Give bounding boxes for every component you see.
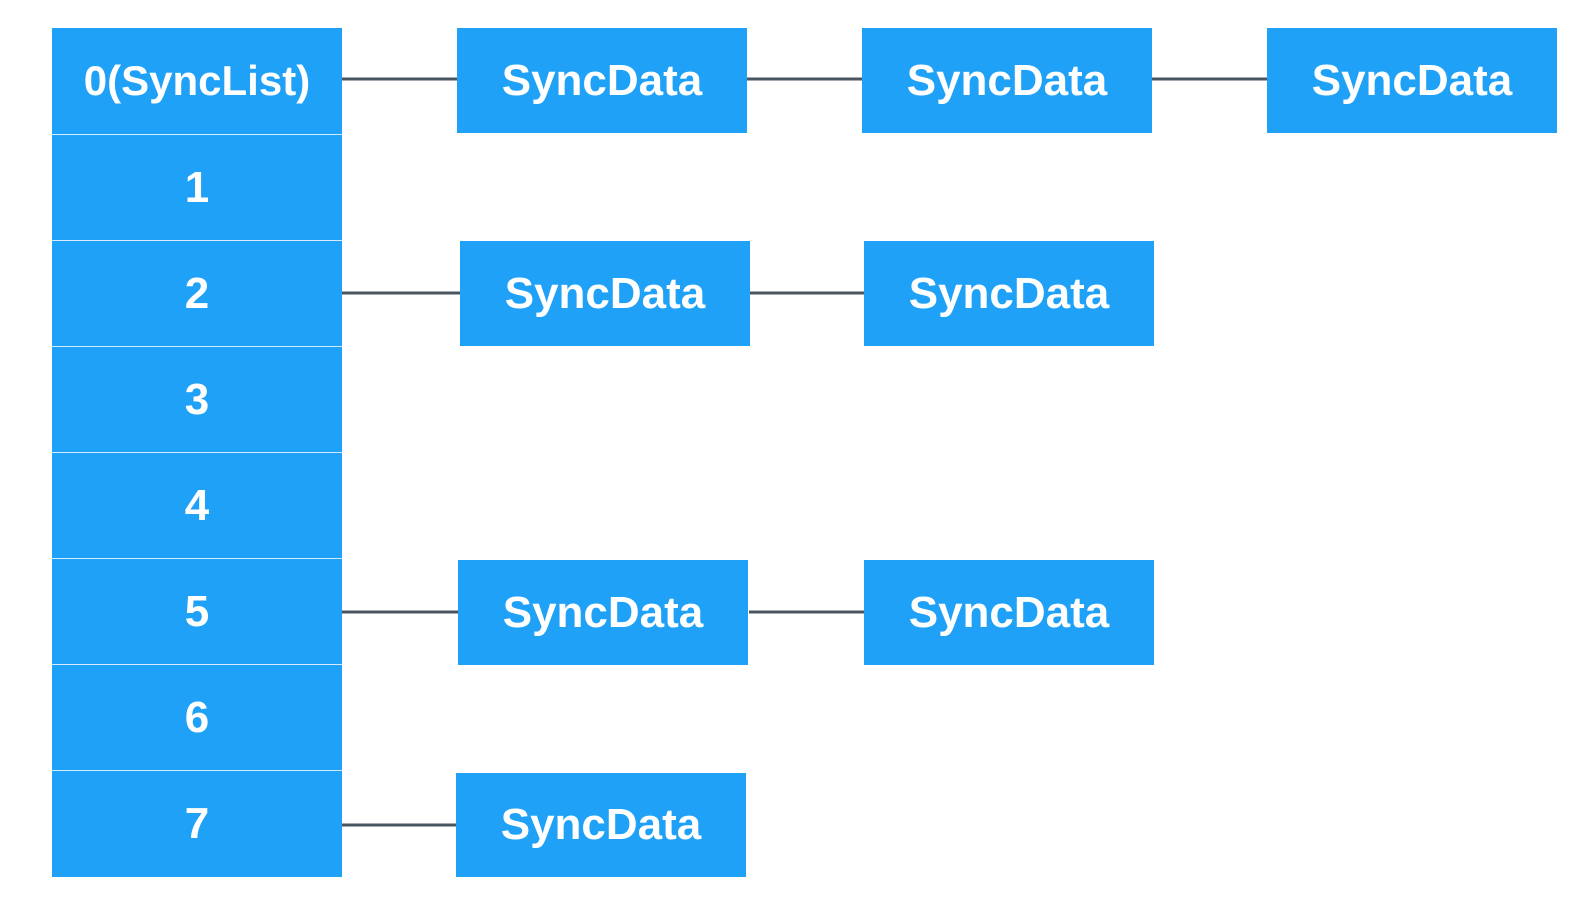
syncdata-node-row7-1: SyncData [456, 773, 746, 877]
table-slot-2: 2 [52, 240, 342, 346]
table-slot-5: 5 [52, 558, 342, 664]
syncdata-node-row5-1: SyncData [458, 560, 748, 665]
syncdata-node-row0-3: SyncData [1267, 28, 1557, 133]
syncdata-node-row5-2: SyncData [864, 560, 1154, 665]
table-slot-0: 0(SyncList) [52, 28, 342, 134]
syncdata-node-row0-1: SyncData [457, 28, 747, 133]
table-slot-1: 1 [52, 134, 342, 240]
syncdata-node-row2-2: SyncData [864, 241, 1154, 346]
table-slot-4: 4 [52, 452, 342, 558]
syncdata-node-row2-1: SyncData [460, 241, 750, 346]
table-slot-6: 6 [52, 664, 342, 770]
table-slot-7: 7 [52, 770, 342, 877]
table-slot-3: 3 [52, 346, 342, 452]
syncdata-node-row0-2: SyncData [862, 28, 1152, 133]
